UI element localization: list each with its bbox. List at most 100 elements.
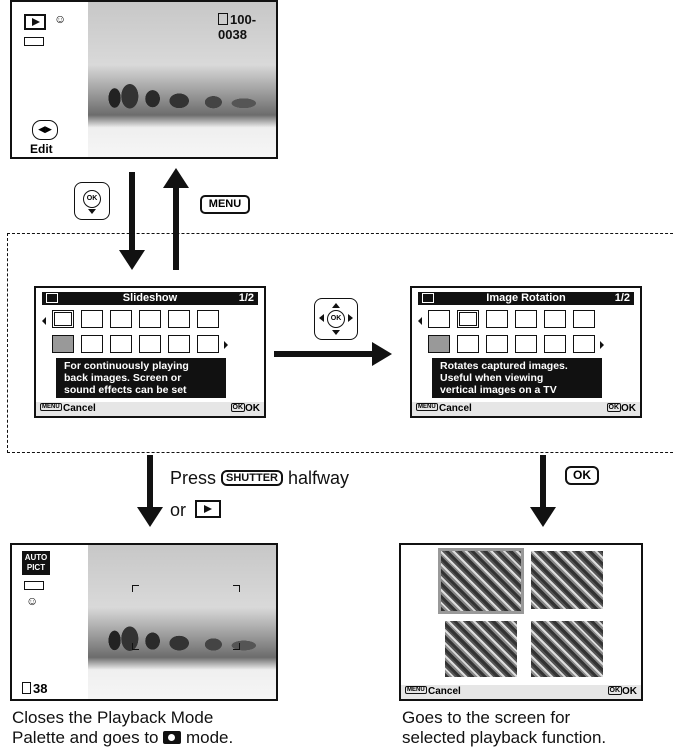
cancel-label[interactable]: Cancel <box>428 686 461 697</box>
or-word: or <box>170 500 186 520</box>
image-rotation-icon[interactable] <box>457 310 479 328</box>
palette-footer: MENU Cancel OK OK <box>36 402 264 416</box>
folder-counter: 100-0038 <box>218 12 276 42</box>
desc-line: Rotates captured images. <box>440 360 594 372</box>
palette-title: Image Rotation <box>418 292 634 304</box>
shutter-key: SHUTTER <box>221 470 283 486</box>
four-image-screen: MENU Cancel OK OK <box>399 543 643 701</box>
cropping-icon[interactable] <box>573 310 595 328</box>
press-word: Press <box>170 468 216 488</box>
ok-label[interactable]: OK <box>245 403 260 414</box>
down-arrowhead-right <box>530 507 556 527</box>
right-arrowhead-middle <box>372 342 392 366</box>
digital-filter-icon[interactable] <box>110 310 132 328</box>
folder-icon <box>218 13 228 25</box>
four-way-controller: OK <box>314 298 358 340</box>
playback-mode-icon <box>24 14 46 30</box>
caption-line: selected playback function. <box>402 728 606 748</box>
caption-line: Palette and goes to mode. <box>12 728 233 748</box>
playback-key-icon <box>195 500 221 518</box>
caption-left: Closes the Playback Mode Palette and goe… <box>12 708 233 748</box>
left-scroll-icon <box>42 317 46 325</box>
menu-key: MENU <box>200 195 250 214</box>
ok-badge: OK <box>231 403 246 412</box>
down-arrow-left <box>147 455 153 509</box>
palette-footer: MENU Cancel OK OK <box>412 402 640 416</box>
resize-icon[interactable] <box>544 310 566 328</box>
slideshow-icon[interactable] <box>428 310 450 328</box>
memory-icon <box>22 682 31 694</box>
slideshow-icon[interactable] <box>52 310 74 328</box>
palette-screen-slideshow: Slideshow 1/2 For continuously playing b… <box>34 286 266 418</box>
movie-edit-icon[interactable] <box>486 335 508 353</box>
capture-screen: AUTO PICT ☺ 38 <box>10 543 278 701</box>
caption-line: Goes to the screen for <box>402 708 606 728</box>
digital-filter-icon[interactable] <box>486 310 508 328</box>
movie-edit-icon[interactable] <box>110 335 132 353</box>
ok-badge: OK <box>607 403 622 412</box>
dpof-icon[interactable] <box>573 335 595 353</box>
left-scroll-icon <box>418 317 422 325</box>
cancel-label[interactable]: Cancel <box>63 403 96 414</box>
image-copy-icon[interactable] <box>52 335 74 353</box>
thumbnail-3[interactable] <box>445 621 517 677</box>
protect-icon[interactable] <box>168 335 190 353</box>
ok-label[interactable]: OK <box>621 403 636 414</box>
palette-description: For continuously playing back images. Sc… <box>56 358 226 398</box>
palette-screen-rotation: Image Rotation 1/2 Rotates captured imag… <box>410 286 642 418</box>
up-arrowhead-top <box>163 168 189 188</box>
caption-right: Goes to the screen for selected playback… <box>402 708 606 748</box>
desc-line: back images. Screen or <box>64 372 218 384</box>
battery-icon <box>24 581 44 590</box>
down-arrowhead-left <box>137 507 163 527</box>
frame-icon[interactable] <box>81 335 103 353</box>
red-eye-icon[interactable] <box>515 335 537 353</box>
ok-badge: OK <box>608 686 623 695</box>
palette-title-bar: Slideshow 1/2 <box>42 292 258 305</box>
protect-icon[interactable] <box>544 335 566 353</box>
playback-screen: ☺ 100-0038 ◀▶ Edit <box>10 0 278 159</box>
palette-title-bar: Image Rotation 1/2 <box>418 292 634 305</box>
thumbnail-1[interactable] <box>441 551 521 611</box>
ok-label[interactable]: OK <box>622 686 637 697</box>
cropping-icon[interactable] <box>197 310 219 328</box>
brightness-filter-icon[interactable] <box>515 310 537 328</box>
battery-icon <box>24 37 44 46</box>
halfway-word: halfway <box>288 468 349 488</box>
desc-line: vertical images on a TV <box>440 384 594 396</box>
desc-line: For continuously playing <box>64 360 218 372</box>
thumbnail-4[interactable] <box>531 621 603 677</box>
right-arrow-middle <box>274 351 374 357</box>
down-arrow-right <box>540 455 546 509</box>
four-way-icon: ◀▶ <box>32 120 58 140</box>
press-label: Press SHUTTER halfway <box>170 468 349 489</box>
thumbnail-2[interactable] <box>531 551 603 609</box>
face-detect-icon: ☺ <box>26 594 38 608</box>
image-copy-icon[interactable] <box>428 335 450 353</box>
caption-line: Closes the Playback Mode <box>12 708 233 728</box>
palette-title: Slideshow <box>42 292 258 304</box>
ok-key-right: OK <box>565 466 599 485</box>
shots-remaining: 38 <box>22 681 47 696</box>
cancel-label[interactable]: Cancel <box>439 403 472 414</box>
edit-label: Edit <box>30 142 53 156</box>
menu-badge: MENU <box>40 403 62 411</box>
camera-icon <box>163 731 181 744</box>
brightness-filter-icon[interactable] <box>139 310 161 328</box>
menu-badge: MENU <box>416 403 438 411</box>
palette-description: Rotates captured images. Useful when vie… <box>432 358 602 398</box>
resize-icon[interactable] <box>168 310 190 328</box>
face-detect-icon: ☺ <box>54 12 66 26</box>
frame-icon[interactable] <box>457 335 479 353</box>
right-scroll-icon <box>224 341 228 349</box>
right-scroll-icon <box>600 341 604 349</box>
ok-key: OK <box>83 190 101 208</box>
palette-page: 1/2 <box>615 292 630 304</box>
desc-line: sound effects can be set <box>64 384 218 396</box>
ok-four-way-button: OK <box>74 182 110 220</box>
auto-pict-badge: AUTO PICT <box>22 551 50 575</box>
dpof-icon[interactable] <box>197 335 219 353</box>
red-eye-icon[interactable] <box>139 335 161 353</box>
image-rotation-icon[interactable] <box>81 310 103 328</box>
beach-photo <box>88 545 278 701</box>
